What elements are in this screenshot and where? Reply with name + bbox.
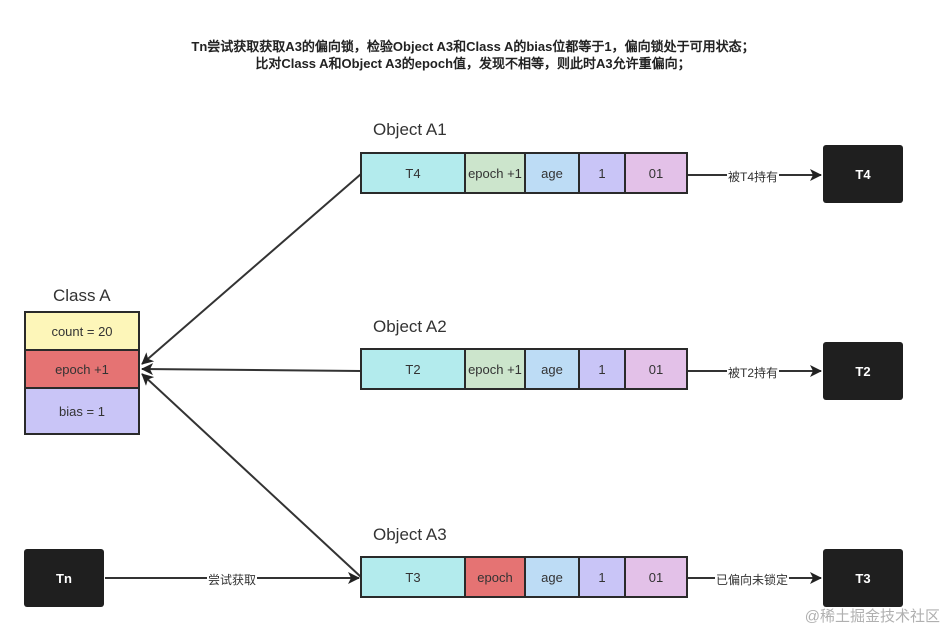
thread-tn-node: Tn bbox=[24, 549, 104, 607]
object-a3-age-field: age bbox=[526, 558, 580, 596]
object-a1-thread-field: T4 bbox=[362, 154, 466, 192]
watermark: @稀土掘金技术社区 bbox=[804, 608, 940, 625]
caption-line-1: Tn尝试获取获取A3的偏向锁，检验Object A3和Class A的bias位… bbox=[191, 39, 755, 54]
object-a3-epoch-field: epoch bbox=[466, 558, 526, 596]
object-a2-header: T2 epoch +1 age 1 01 bbox=[360, 348, 688, 390]
edge-label-tn-a3: 尝试获取 bbox=[207, 571, 258, 588]
object-a3-thread-field: T3 bbox=[362, 558, 466, 596]
caption-line-2: 比对Class A和Object A3的epoch值，发现不相等，则此时A3允许… bbox=[255, 56, 691, 71]
object-a1-lock-field: 01 bbox=[626, 154, 686, 192]
arrow-a2-to-class bbox=[141, 363, 362, 376]
class-a-box: count = 20 epoch +1 bias = 1 bbox=[24, 311, 140, 435]
thread-t4-node: T4 bbox=[823, 145, 903, 203]
class-a-bias: bias = 1 bbox=[26, 389, 138, 433]
object-a1-title: Object A1 bbox=[373, 120, 447, 139]
object-a1-age-field: age bbox=[526, 154, 580, 192]
object-a3-header: T3 epoch age 1 01 bbox=[360, 556, 688, 598]
object-a3-bias-field: 1 bbox=[580, 558, 626, 596]
class-a-count: count = 20 bbox=[26, 313, 138, 351]
thread-t3-node: T3 bbox=[823, 549, 903, 607]
diagram-caption: Tn尝试获取获取A3的偏向锁，检验Object A3和Class A的bias位… bbox=[0, 38, 946, 72]
class-a-title: Class A bbox=[53, 286, 111, 305]
object-a2-thread-field: T2 bbox=[362, 350, 466, 388]
object-a3-lock-field: 01 bbox=[626, 558, 686, 596]
edge-label-a1-t4: 被T4持有 bbox=[727, 168, 780, 185]
object-a2-epoch-field: epoch +1 bbox=[466, 350, 526, 388]
class-a-epoch: epoch +1 bbox=[26, 351, 138, 389]
thread-t2-node: T2 bbox=[823, 342, 903, 400]
object-a2-bias-field: 1 bbox=[580, 350, 626, 388]
object-a1-epoch-field: epoch +1 bbox=[466, 154, 526, 192]
object-a2-lock-field: 01 bbox=[626, 350, 686, 388]
object-a1-header: T4 epoch +1 age 1 01 bbox=[360, 152, 688, 194]
object-a2-age-field: age bbox=[526, 350, 580, 388]
arrow-a3-to-class bbox=[141, 373, 362, 578]
object-a3-title: Object A3 bbox=[373, 525, 447, 544]
object-a1-bias-field: 1 bbox=[580, 154, 626, 192]
object-a2-title: Object A2 bbox=[373, 317, 447, 336]
edge-label-a3-t3: 已偏向未锁定 bbox=[715, 571, 790, 588]
edge-label-a2-t2: 被T2持有 bbox=[727, 364, 780, 381]
arrow-a1-to-class bbox=[141, 173, 362, 365]
